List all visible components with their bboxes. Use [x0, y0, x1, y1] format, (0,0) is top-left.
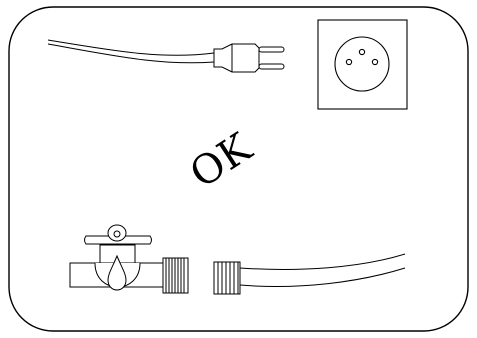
wall-socket-icon [318, 20, 407, 109]
